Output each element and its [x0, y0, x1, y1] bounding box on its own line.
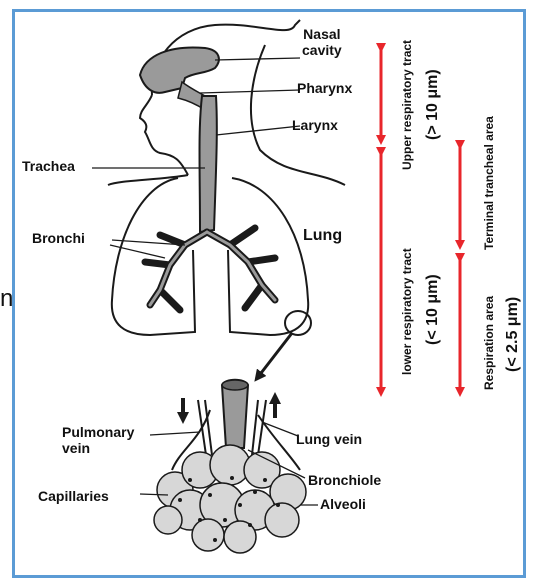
- face-outline: [140, 95, 188, 175]
- label-upper-tract: Upper respiratory tract: [400, 40, 414, 170]
- label-lower-tract: lower respiratory tract: [400, 248, 414, 375]
- label-capillaries: Capillaries: [38, 488, 109, 504]
- label-pharynx: Pharynx: [297, 80, 352, 96]
- alveoli-zoom-circle: [285, 311, 311, 335]
- label-nasal-line2: cavity: [302, 42, 342, 58]
- label-upper-size: (> 10 μm): [424, 69, 442, 140]
- label-nasal-cavity: Nasal cavity: [302, 26, 342, 58]
- neck-back: [251, 45, 345, 185]
- label-larynx: Larynx: [292, 117, 338, 133]
- label-lung: Lung: [303, 227, 342, 245]
- label-alveoli: Alveoli: [320, 496, 366, 512]
- label-lung-vein: Lung vein: [296, 431, 362, 447]
- label-respiration-area: Respiration area: [482, 296, 496, 390]
- label-pulmonary-line1: Pulmonary: [62, 424, 134, 440]
- label-pulmonary-vein: Pulmonary vein: [62, 424, 134, 456]
- label-respiration-size: (< 2.5 μm): [504, 297, 522, 372]
- bronchi-tree: [145, 228, 275, 310]
- label-nasal-line1: Nasal: [302, 26, 342, 42]
- label-lower-size: (< 10 μm): [424, 274, 442, 345]
- shoulder-left: [108, 175, 188, 185]
- nasal-cavity: [140, 47, 219, 92]
- label-bronchiole: Bronchiole: [308, 472, 381, 488]
- label-terminal-area: Terminal trancheal area: [482, 116, 496, 250]
- label-trachea: Trachea: [22, 158, 75, 174]
- label-pulmonary-line2: vein: [62, 440, 134, 456]
- zoom-arrow: [258, 333, 292, 377]
- label-bronchi: Bronchi: [32, 230, 85, 246]
- trachea: [200, 96, 217, 232]
